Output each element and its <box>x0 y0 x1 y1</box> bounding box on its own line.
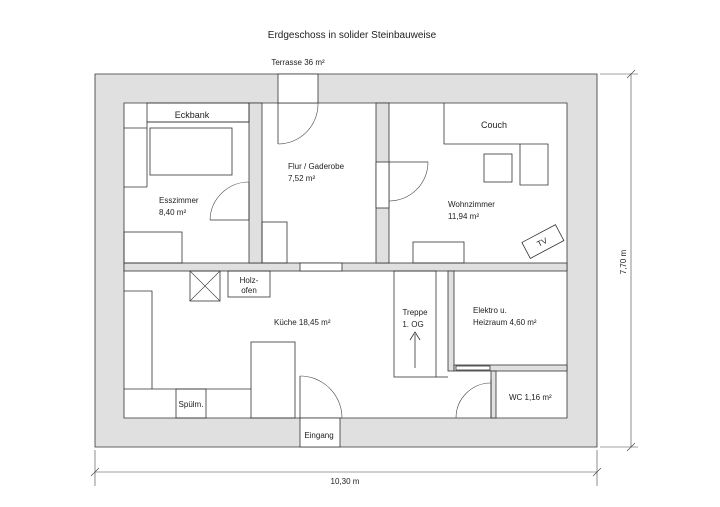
holzofen-label-box <box>227 270 271 298</box>
dim-height-label: 7,70 m <box>619 249 628 274</box>
spuelm-label: Spülm. <box>179 400 204 409</box>
eckbank-bench <box>124 121 249 129</box>
holzofen-label-2: ofen <box>241 286 257 295</box>
wall-wc-left <box>490 370 497 419</box>
coffee-table <box>483 153 513 183</box>
dining-table <box>149 127 233 176</box>
terrace-door-opening <box>277 73 319 104</box>
tv <box>521 224 565 259</box>
eckbank-label: Eckbank <box>175 110 210 120</box>
door-swing-ess <box>209 181 250 221</box>
stair <box>393 270 437 378</box>
holzofen-label-1: Holz- <box>240 276 259 285</box>
sideboard <box>123 231 183 264</box>
couch-label: Couch <box>481 120 507 130</box>
door-swing-wc <box>455 382 492 419</box>
door-swing-entrance <box>299 375 343 419</box>
cabinet <box>412 241 465 264</box>
treppe-og-label: 1. OG <box>402 320 423 329</box>
outer-wall <box>94 73 598 448</box>
wall-elektro-bottom <box>453 364 568 372</box>
middle-wall-opening <box>299 262 343 272</box>
elektro-name: Elektro u. <box>473 306 507 315</box>
kitchen-island <box>250 341 296 419</box>
door-swing-wohn <box>388 161 429 202</box>
counter-left <box>124 290 153 389</box>
treppe-label: Treppe <box>402 308 428 317</box>
couch-shape <box>443 103 549 186</box>
wardrobe <box>261 221 288 264</box>
elektro-area: Heizraum 4,60 m² <box>473 318 537 327</box>
elektro-window <box>455 365 491 371</box>
eingang-label: Eingang <box>304 431 333 440</box>
wohnzimmer-area: 11,94 m² <box>448 212 479 221</box>
terrace-label: Terrasse 36 m² <box>271 58 325 67</box>
spuelmaschine <box>175 388 207 419</box>
kueche-label: Küche 18,45 m² <box>274 318 331 327</box>
tv-label: TV <box>536 236 550 249</box>
door-opening-wohn <box>375 161 390 209</box>
flur-area: 7,52 m² <box>288 174 315 183</box>
middle-wall <box>123 262 568 272</box>
wall-elektro-left <box>447 270 455 372</box>
wohnzimmer-name: Wohnzimmer <box>448 200 495 209</box>
entrance-door-opening <box>299 417 341 448</box>
holzofen-box <box>189 270 221 302</box>
wall-ess-flur <box>248 102 263 264</box>
flur-name: Flur / Gaderobe <box>288 162 345 171</box>
wc-label: WC 1,16 m² <box>509 393 552 402</box>
esszimmer-name: Esszimmer <box>159 196 199 205</box>
door-swing-terrace <box>277 102 319 145</box>
dim-width-label: 10,30 m <box>331 477 360 486</box>
plan-title: Erdgeschoss in solider Steinbauweise <box>268 30 437 41</box>
esszimmer-area: 8,40 m² <box>159 208 186 217</box>
eckbank-box <box>146 102 250 123</box>
